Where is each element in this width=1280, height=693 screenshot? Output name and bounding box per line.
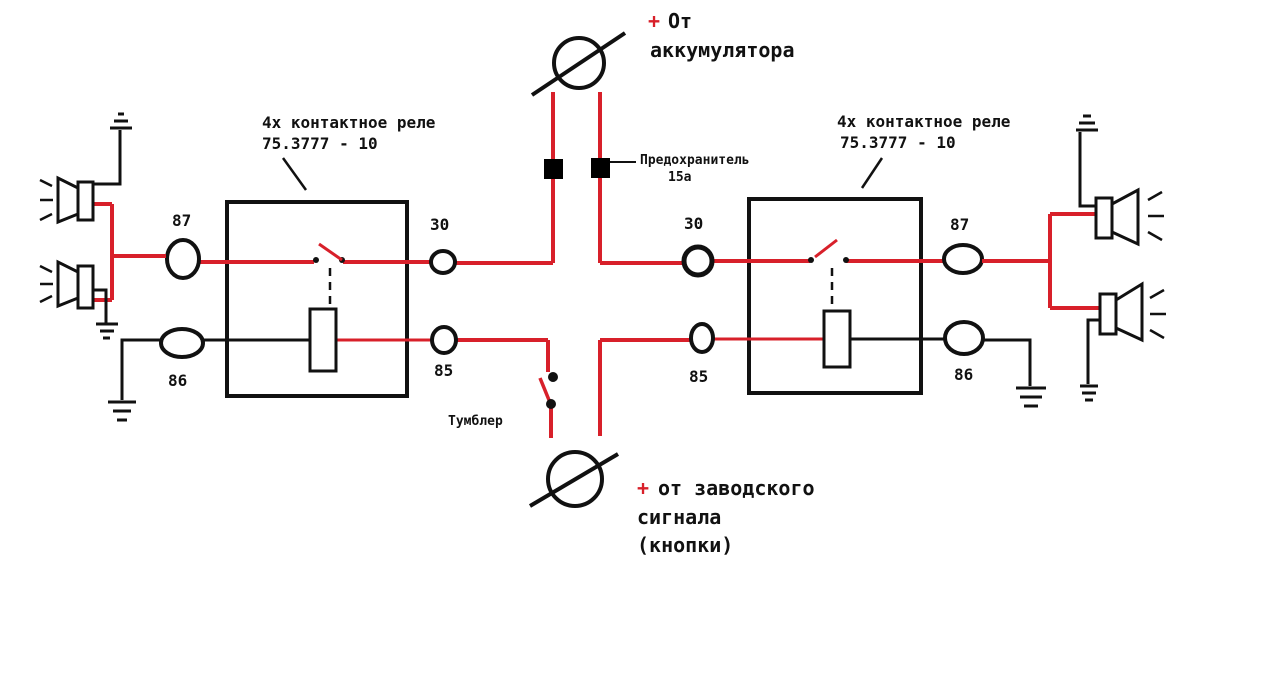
- ground-icon: [110, 112, 132, 130]
- relay-right-body: [747, 197, 923, 395]
- battery-meter-icon: [530, 31, 627, 97]
- toggle-switch: [538, 372, 558, 409]
- relay-right-coil: [822, 309, 852, 369]
- ground-icon: [1016, 386, 1046, 408]
- relay-left: [108, 157, 458, 422]
- relay-right-connector-30: [681, 244, 715, 278]
- relay-right-pin-85-label: 85: [689, 367, 708, 386]
- relay-right-pin-30-label: 30: [684, 214, 703, 233]
- fuse-right: [591, 158, 610, 178]
- left-horns: [39, 112, 166, 340]
- relay-left-coil: [308, 307, 338, 373]
- relay-left-connector-30: [429, 249, 457, 275]
- relay-right-connector-85: [689, 322, 715, 354]
- fuse-left: [544, 159, 563, 179]
- relay-right: [681, 157, 1046, 408]
- right-horns: [982, 114, 1166, 402]
- signal-plus-sign: +: [637, 476, 649, 500]
- relay-right-pointer: [860, 157, 884, 189]
- signal-label-line2: сигнала: [637, 505, 721, 529]
- battery-label-line2: аккумулятора: [650, 38, 795, 62]
- toggle-label: Тумблер: [448, 414, 503, 429]
- relay-right-title-line1: 4х контактное реле: [837, 112, 1010, 131]
- relay-left-body: [225, 200, 409, 398]
- relay-left-title-line1: 4х контактное реле: [262, 113, 435, 132]
- horn-icon: [1094, 187, 1164, 247]
- relay-left-title-line2: 75.3777 - 10: [262, 134, 378, 153]
- fuse-label-line2: 15а: [668, 170, 692, 185]
- battery-plus-sign: +: [648, 9, 660, 33]
- relay-left-pointer: [281, 157, 308, 191]
- relay-left-connector-87: [165, 238, 201, 280]
- relay-right-title-line2: 75.3777 - 10: [840, 133, 956, 152]
- relay-left-pin-86-label: 86: [168, 371, 187, 390]
- relay-right-contact: [808, 257, 814, 263]
- relay-left-pin-87-label: 87: [172, 211, 191, 230]
- horn-icon: [1098, 281, 1166, 343]
- battery-label-line1: От: [668, 9, 692, 33]
- ground-icon: [108, 400, 136, 422]
- signal-label-line1: от заводского: [658, 476, 815, 500]
- ground-icon: [1076, 114, 1098, 132]
- signal-meter-icon: [528, 450, 620, 508]
- ground-icon: [1080, 384, 1098, 402]
- signal-label-line3: (кнопки): [637, 533, 733, 557]
- relay-right-connector-87: [942, 243, 984, 275]
- relay-left-contact: [313, 257, 319, 263]
- relay-left-pin-30-label: 30: [430, 215, 449, 234]
- relay-right-pin-86-label: 86: [954, 365, 973, 384]
- horn-icon: [39, 175, 95, 225]
- relay-right-switch-blade: [814, 238, 838, 259]
- relay-left-switch-blade: [318, 242, 343, 262]
- fuse-label-line1: Предохранитель: [640, 153, 750, 168]
- relay-right-pin-87-label: 87: [950, 215, 969, 234]
- ground-icon: [96, 322, 118, 340]
- relay-right-connector-86: [943, 320, 985, 356]
- relay-left-pin-85-label: 85: [434, 361, 453, 380]
- horn-icon: [39, 259, 95, 310]
- relay-left-connector-86: [159, 327, 205, 359]
- relay-left-connector-85: [430, 325, 458, 355]
- battery-wires: [456, 92, 685, 265]
